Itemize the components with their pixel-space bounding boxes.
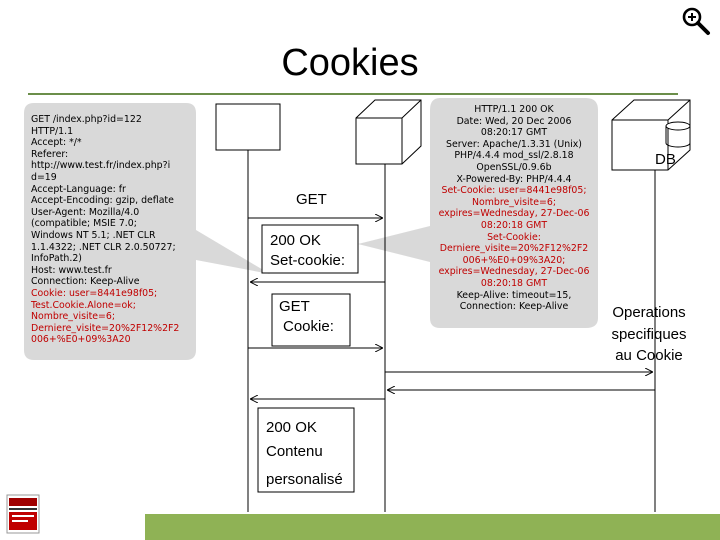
client-node <box>215 103 281 151</box>
msg-box-200a <box>261 224 359 274</box>
request-cookie-line: Test.Cookie.Alone=ok; <box>31 299 136 311</box>
msg-box-get2 <box>271 293 351 347</box>
operations-line-3: au Cookie <box>615 347 683 364</box>
response-header-line: PHP/4.4.4 mod_ssl/2.8.18 <box>454 150 574 162</box>
request-header-line: User-Agent: Mozilla/4.0 <box>31 206 140 218</box>
request-header-line: Windows NT 5.1; .NET CLR <box>31 229 156 241</box>
msg-contenu-line: Contenu <box>266 443 323 460</box>
request-header-line: Accept: */* <box>31 137 82 149</box>
request-cookie-line: Nombre_visite=6; <box>31 311 115 323</box>
msg-get: GET <box>296 191 327 208</box>
response-cookie-line: expires=Wednesday, 27-Dec-06 <box>438 208 590 220</box>
server-node <box>355 99 422 165</box>
operations-line-1: Operations <box>612 304 686 321</box>
request-header-line: InfoPath.2) <box>31 253 82 265</box>
page-title: Cookies <box>281 42 419 84</box>
request-header-line: Host: www.test.fr <box>31 264 112 276</box>
operations-line-2: specifiques <box>611 325 687 343</box>
request-cookie-line: 006+%E0+09%3A20 <box>31 334 131 346</box>
response-cookie-line: Nombre_visite=6; <box>472 196 556 208</box>
msg-200-content: 200 OK Contenu personalisé <box>266 416 343 492</box>
request-header-line: GET /index.php?id=122 <box>31 114 142 125</box>
request-header-line: 1.1.4322; .NET CLR 2.0.50727; <box>31 241 176 253</box>
msg-get-cookie: GET Cookie: <box>279 297 334 337</box>
footer-bar <box>145 514 720 540</box>
msg-200-line: 200 OK <box>266 419 317 436</box>
telecom-logo <box>6 494 40 534</box>
msg-setcookie-line: Set-cookie: <box>270 252 346 269</box>
request-header-line: Accept-Encoding: gzip, deflate <box>31 195 174 207</box>
zoom-in-icon[interactable] <box>679 4 711 36</box>
db-label: DB <box>655 151 676 168</box>
response-header-line: 08:20:17 GMT <box>480 127 548 139</box>
msg-200-setcookie: 200 OK Set-cookie: <box>270 231 345 271</box>
msg-personalise-line: personalisé <box>266 471 343 488</box>
msg-get-line: GET <box>279 298 310 315</box>
response-header-line: Keep-Alive: timeout=15, <box>456 289 572 301</box>
response-cookie-line: Derniere_visite=20%2F12%2F2 <box>439 243 589 255</box>
response-cookie-line: 006+%E0+09%3A20; <box>462 254 566 266</box>
response-header-line: Date: Wed, 20 Dec 2006 <box>456 115 572 127</box>
request-header-line: http://www.test.fr/index.php?i <box>31 160 171 172</box>
request-header-line: Referer: <box>31 148 69 160</box>
request-bubble <box>24 103 270 360</box>
response-cookie-line: 08:20:18 GMT <box>480 219 548 231</box>
response-header-line: HTTP/1.1 200 OK <box>474 104 554 115</box>
request-cookie-line: Cookie: user=8441e98f05; <box>31 287 158 299</box>
operations-label: Operations specifiques au Cookie <box>606 302 692 367</box>
request-header-line: (compatible; MSIE 7.0; <box>31 218 137 230</box>
response-cookie-line: 08:20:18 GMT <box>480 277 548 289</box>
msg-box-get1 <box>289 186 329 213</box>
request-header-line: HTTP/1.1 <box>31 125 74 137</box>
response-cookie-line: expires=Wednesday, 27-Dec-06 <box>438 266 590 278</box>
response-header-line: Server: Apache/1.3.31 (Unix) <box>446 138 582 150</box>
db-node <box>611 99 691 171</box>
response-header-line: X-Powered-By: PHP/4.4.4 <box>456 173 572 185</box>
request-header-line: Accept-Language: fr <box>31 183 126 195</box>
request-header-line: d=19 <box>31 171 57 183</box>
response-header-line: OpenSSL/0.9.6b <box>476 161 552 173</box>
response-bubble <box>358 98 598 328</box>
msg-cookie-line: Cookie: <box>283 318 334 335</box>
response-cookie-line: Set-Cookie: <box>487 231 541 243</box>
response-header-line: Connection: Keep-Alive <box>459 301 569 313</box>
msg-box-200b <box>257 407 355 493</box>
title-divider <box>28 93 678 95</box>
response-cookie-line: Set-Cookie: user=8441e98f05; <box>441 185 587 197</box>
request-header-line: Connection: Keep-Alive <box>31 276 140 288</box>
msg-200-line: 200 OK <box>270 232 321 249</box>
request-cookie-line: Derniere_visite=20%2F12%2F2 <box>31 322 180 334</box>
